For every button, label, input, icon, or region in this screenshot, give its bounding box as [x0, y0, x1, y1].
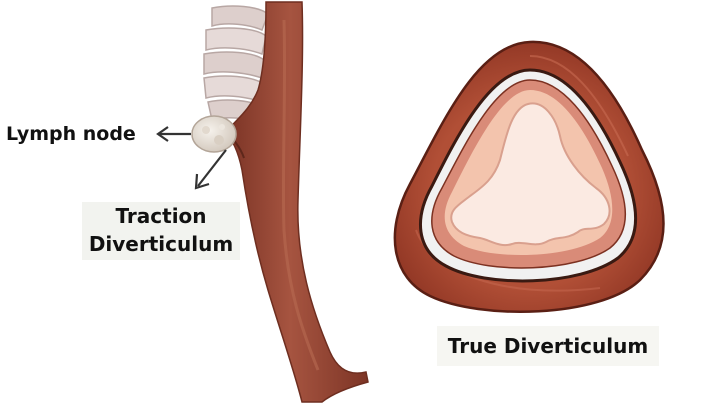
true-diverticulum-label: True Diverticulum: [437, 326, 659, 366]
traction-diverticulum-label: Traction Diverticulum: [82, 202, 240, 260]
traction-label-line2: Diverticulum: [82, 230, 240, 258]
traction-label-line1: Traction: [82, 202, 240, 230]
lymph-node-arrow: [158, 127, 191, 141]
true-diverticulum-cross-section: [395, 42, 664, 312]
traction-arrow: [196, 150, 226, 188]
lymph-node: [192, 116, 236, 152]
lymph-node-label: Lymph node: [6, 123, 136, 145]
